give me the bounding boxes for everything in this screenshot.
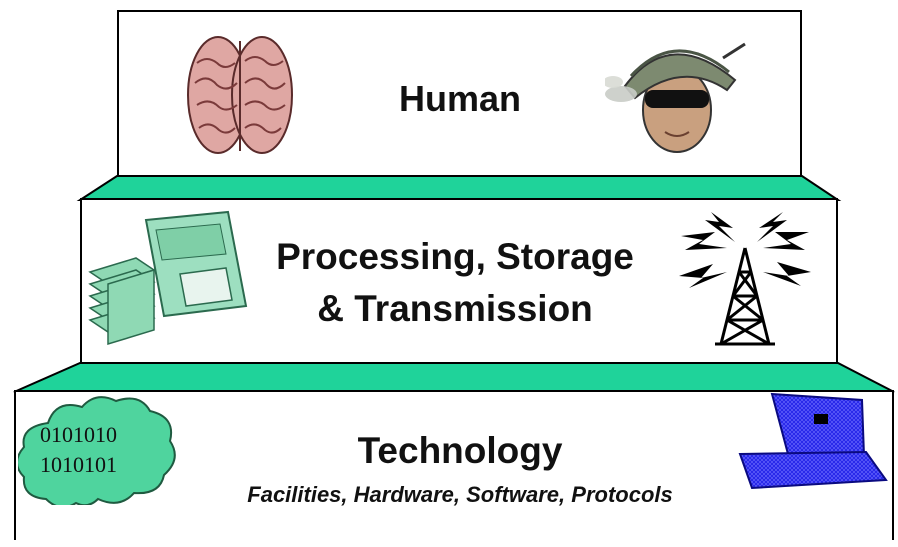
- human-title: Human: [398, 78, 521, 119]
- processing-layer: [80, 198, 838, 365]
- processing-title-line-1: Processing, Storage: [276, 236, 634, 277]
- floppy-disk-icon: [88, 210, 248, 346]
- laptop-icon: [738, 392, 888, 490]
- binary-line-1: 0101010: [40, 422, 117, 447]
- binary-line-2: 1010101: [40, 452, 117, 477]
- soldier-icon: [605, 42, 746, 153]
- processing-title-line-2: & Transmission: [317, 288, 593, 329]
- brain-icon: [187, 36, 293, 154]
- binary-cloud-icon: [18, 396, 176, 505]
- technology-subtitle: Facilities, Hardware, Software, Protocol…: [247, 482, 673, 507]
- technology-title: Technology: [357, 430, 563, 471]
- radio-tower-icon: [679, 212, 811, 346]
